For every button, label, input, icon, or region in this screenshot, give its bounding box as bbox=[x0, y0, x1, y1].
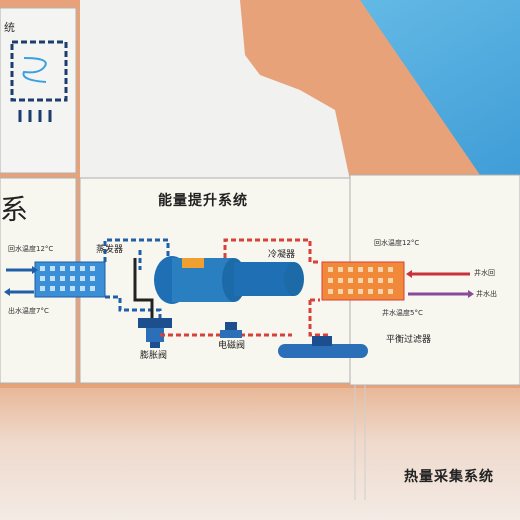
label-condenser: 冷凝器 bbox=[268, 250, 296, 260]
label-solenoid-valve: 电磁阀 bbox=[218, 341, 246, 351]
balance-filter-icon bbox=[278, 336, 368, 358]
expansion-valve-icon bbox=[138, 318, 172, 348]
label-out-temp-left: 出水温度7°C bbox=[8, 307, 49, 315]
solenoid-valve-icon bbox=[220, 322, 242, 338]
label-return-temp-left: 回水温度12°C bbox=[8, 245, 54, 253]
heat-collection-title: 热量采集系统 bbox=[404, 469, 494, 485]
ground-band bbox=[0, 388, 520, 520]
blue-refrigerant-loop bbox=[103, 238, 170, 318]
building-silhouette bbox=[80, 0, 350, 180]
page-title: 能量提升系统 bbox=[158, 193, 248, 209]
well-flow-arrows bbox=[406, 270, 474, 298]
label-balance-filter: 平衡过滤器 bbox=[386, 335, 432, 345]
label-well-return: 井水回 bbox=[474, 269, 495, 277]
label-out-temp-right: 井水温度5°C bbox=[382, 309, 423, 317]
label-well-out: 井水出 bbox=[476, 290, 497, 298]
label-expansion-valve: 膨胀阀 bbox=[140, 351, 168, 361]
left-exchanger bbox=[34, 261, 106, 298]
suction-pipe bbox=[133, 258, 154, 318]
radiator-icon bbox=[10, 40, 68, 122]
fragment-mid-left: 系 bbox=[0, 193, 29, 226]
left-flow-arrows bbox=[4, 266, 38, 296]
label-return-temp-right: 回水温度12°C bbox=[374, 239, 420, 247]
compressor-icon bbox=[154, 256, 304, 304]
fragment-top-left: 统 bbox=[4, 21, 15, 34]
right-exchanger bbox=[321, 261, 405, 301]
label-evaporator: 蒸发器 bbox=[96, 245, 124, 255]
